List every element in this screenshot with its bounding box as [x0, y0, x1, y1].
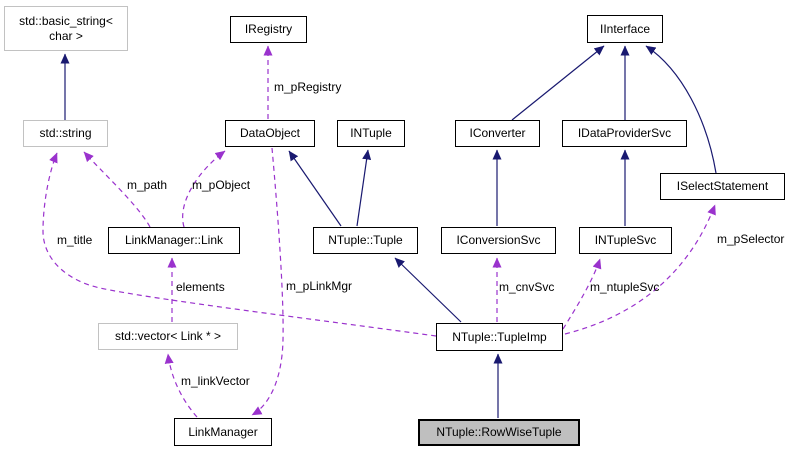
node-intuple[interactable]: INTuple: [337, 120, 405, 147]
node-ntuple-rowwisetuple: NTuple::RowWiseTuple: [418, 419, 580, 446]
edge-label-m-pselector: m_pSelector: [717, 232, 785, 246]
node-linkmanager[interactable]: LinkManager: [174, 418, 272, 446]
node-iselectstatement[interactable]: ISelectStatement: [660, 173, 785, 200]
edge-m-title: [42, 152, 437, 337]
node-dataobject[interactable]: DataObject: [225, 120, 315, 147]
node-ntuple-tupleimp[interactable]: NTuple::TupleImp: [436, 323, 563, 351]
edge-label-m-pregistry: m_pRegistry: [274, 80, 342, 94]
node-linkmanager-link[interactable]: LinkManager::Link: [108, 227, 240, 254]
edge-iconverter-to-iinterface: [511, 45, 605, 121]
edge-label-m-pobject: m_pObject: [192, 178, 251, 192]
edge-label-m-title: m_title: [57, 233, 93, 247]
edge-m-path: [83, 151, 151, 228]
edge-label-m-cnvsvc: m_cnvSvc: [499, 280, 555, 294]
edge-m-ntuplesvc: [562, 258, 602, 330]
node-std-basic-string: std::basic_string< char >: [4, 6, 128, 51]
edge-iselectstatement-to-iinterface: [645, 45, 717, 174]
node-idataprovidersvc[interactable]: IDataProviderSvc: [562, 120, 687, 147]
node-iinterface[interactable]: IInterface: [587, 15, 663, 43]
edge-label-m-linkvector: m_linkVector: [181, 374, 250, 388]
edge-label-m-path: m_path: [127, 178, 168, 192]
node-ntuple-tuple[interactable]: NTuple::Tuple: [313, 227, 418, 254]
node-iconverter[interactable]: IConverter: [455, 120, 540, 147]
edge-label-elements: elements: [176, 280, 225, 294]
node-std-vector-link: std::vector< Link * >: [98, 323, 238, 350]
node-intuplesvc[interactable]: INTupleSvc: [579, 227, 672, 254]
edge-m-pselector: [564, 204, 716, 335]
edge-tupleimp-to-tuple: [394, 257, 462, 323]
edge-m-plinkmgr: [251, 147, 284, 416]
node-iregistry[interactable]: IRegistry: [230, 16, 307, 43]
edge-label-m-plinkmgr: m_pLinkMgr: [286, 279, 353, 293]
edge-m-linkvector: [164, 353, 198, 418]
edge-tuple-to-dataobject: [288, 150, 342, 227]
edge-tuple-to-intuple: [356, 149, 372, 227]
edge-label-m-ntuplesvc: m_ntupleSvc: [590, 280, 660, 294]
node-iconversionsvc[interactable]: IConversionSvc: [441, 227, 556, 254]
node-std-string: std::string: [23, 120, 108, 147]
